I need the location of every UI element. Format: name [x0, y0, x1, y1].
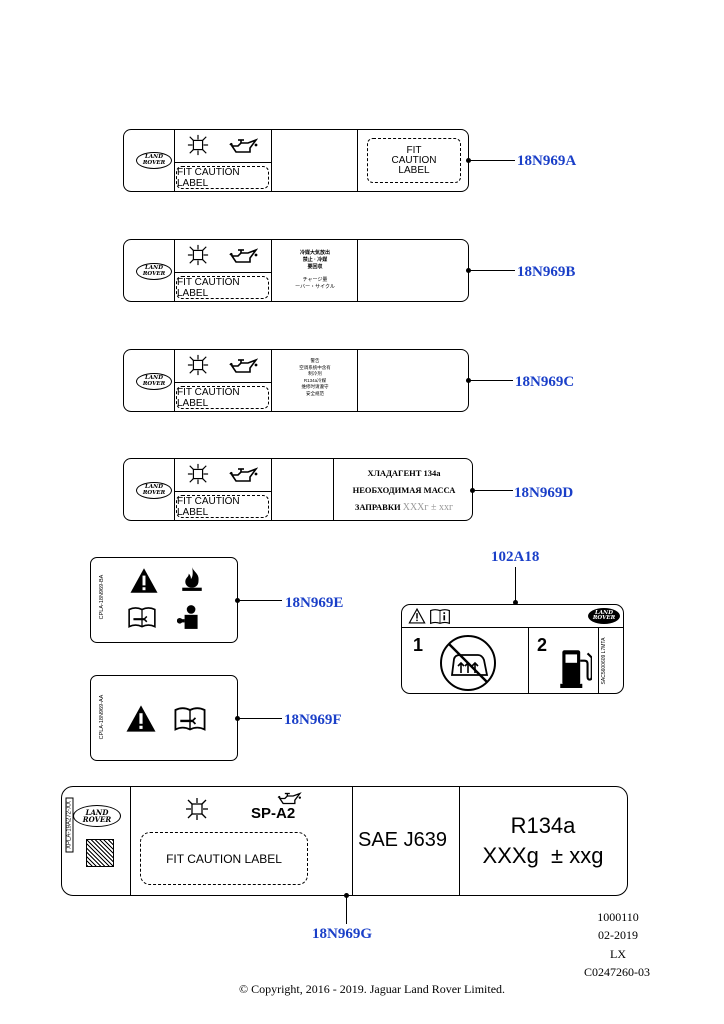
russian-refrigerant-text: ХЛАДАГЕНТ 134a НЕОБХОДИМАЯ МАССА ЗАПРАВК… [352, 468, 456, 513]
chinese-warning-text: 警告 空调系统中含有 制冷剂 R134a冷媒 维修时请遵守 安全规范 [299, 358, 331, 396]
fuel-pump-icon [560, 646, 592, 688]
callout-18n969d: 18N969D [514, 485, 574, 501]
fit-caution-label: FIT CAUTION LABEL [140, 832, 308, 885]
oil-can-icon [228, 247, 258, 265]
warning-triangle-icon [129, 567, 159, 594]
fit-caution-label: FIT CAUTION LABEL [176, 386, 269, 409]
oil-can-icon [276, 791, 302, 806]
oil-can-icon [228, 466, 258, 484]
illustration-date: 02-2019 [598, 928, 638, 942]
illustration-code: C0247260-03 [584, 965, 650, 979]
manual-book-icon [127, 605, 157, 629]
no-ac-recharge-icon [438, 633, 498, 693]
illustration-number: 1000110 [597, 910, 639, 924]
snowflake-icon [187, 244, 209, 266]
callout-18n969g: 18N969G [312, 926, 372, 942]
part-code-text: XPLA-19A272-XX [65, 797, 74, 853]
part-code-text: CPLA-18N969-BA [99, 574, 105, 620]
fit-caution-label: FIT CAUTION LABEL [176, 166, 269, 189]
copyright: © Copyright, 2016 - 2019. Jaguar Land Ro… [238, 982, 506, 996]
mechanic-icon [177, 603, 203, 631]
part-code-text: CPLA-18N969-AA [99, 694, 105, 740]
part-code-text: SAC5600609 L7MTA [601, 637, 607, 685]
warning-triangle-icon [408, 608, 426, 624]
fit-caution-label: FIT CAUTION LABEL [176, 495, 269, 518]
barcode-square [86, 839, 114, 867]
warning-triangle-icon [125, 704, 157, 733]
snowflake-icon [187, 354, 209, 376]
sae-standard: SAE J639 [358, 829, 447, 851]
illustration-region: LX [610, 947, 626, 961]
manual-info-icon [429, 608, 451, 625]
callout-18n969e: 18N969E [285, 595, 344, 611]
label-18n969e: CPLA-18N969-BA [90, 557, 238, 643]
flame-icon [179, 565, 205, 593]
manual-book-icon [173, 705, 207, 732]
oil-can-icon [228, 357, 258, 375]
oil-spec-code: SP-A2 [251, 805, 296, 822]
callout-18n969b: 18N969B [517, 264, 576, 280]
callout-18n969a: 18N969A [517, 153, 577, 169]
refrigerant-charge: XXXg ± xxg [482, 843, 604, 868]
label-18n969f: CPLA-18N969-AA [90, 675, 238, 761]
snowflake-icon [187, 134, 209, 156]
snowflake-icon [187, 463, 209, 485]
fit-caution-label: FIT CAUTION LABEL [176, 276, 269, 299]
step-1-number: 1 [413, 635, 424, 655]
snowflake-icon [185, 797, 209, 821]
callout-102a18: 102A18 [491, 549, 540, 565]
oil-can-icon [228, 137, 258, 155]
callout-18n969f: 18N969F [284, 712, 342, 728]
japanese-warning-text: 冷媒大気放出 禁止 · 冷媒 要回収 チャージ量 ーバー・サイクル [295, 250, 335, 290]
step-2-number: 2 [537, 635, 548, 655]
callout-18n969c: 18N969C [515, 374, 575, 390]
refrigerant-type: R134a [510, 813, 576, 838]
